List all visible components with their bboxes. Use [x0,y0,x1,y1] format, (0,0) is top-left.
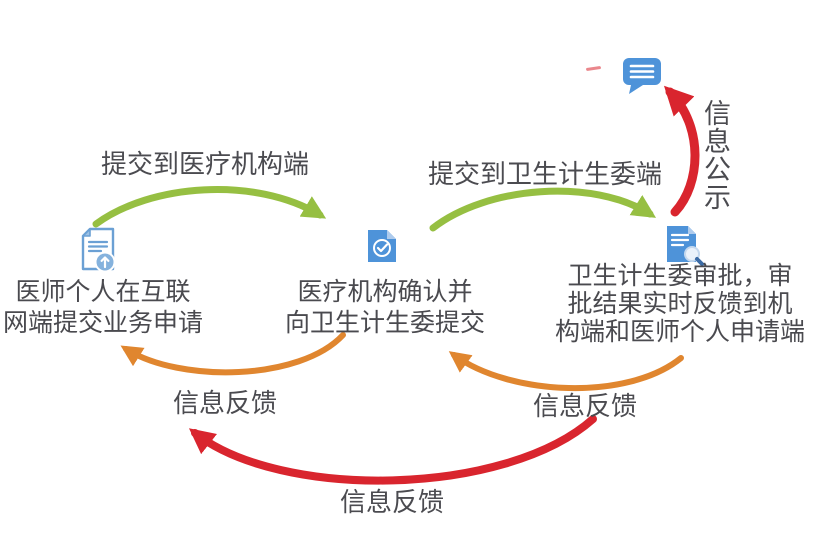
arrow-feedback-hospital-to-doctor [120,332,346,376]
document-search-icon [667,226,704,266]
arrow-submit-to-commission [429,187,657,232]
label-info-publicity: 信息公示 [700,99,730,211]
label-submit-to-hospital: 提交到医疗机构端 [100,149,309,179]
node-hospital-line1: 医疗机构确认并 [297,278,473,306]
node-commission-line2: 批结果实时反馈到机 [567,290,793,318]
document-check-icon [368,230,396,262]
document-upload-icon [81,227,116,273]
node-commission-line1: 卫生计生委审批，审 [567,262,793,290]
arrow-feedback-commission-to-hospital [448,351,684,391]
node-commission-review-label: 卫生计生委审批，审 批结果实时反馈到机 构端和医师个人申请端 [540,262,820,346]
label-feedback-commission-to-hospital: 信息反馈 [532,391,637,421]
node-doctor-line2: 网端提交业务申请 [2,309,203,337]
node-doctor-line1: 医师个人在互联 [15,278,191,306]
node-hospital-confirm-label: 医疗机构确认并 向卫生计生委提交 [272,277,498,339]
label-feedback-hospital-to-doctor: 信息反馈 [172,388,277,418]
arrow-submit-to-hospital [92,186,327,228]
label-submit-to-commission: 提交到卫生计生委端 [427,159,662,189]
arrow-feedback-commission-to-doctor [188,415,597,485]
chat-bubble-icon [623,58,661,94]
node-commission-line3: 构端和医师个人申请端 [554,318,805,346]
arrow-info-publicity [663,85,700,217]
node-doctor-application-label: 医师个人在互联 网端提交业务申请 [0,277,206,339]
label-feedback-commission-to-doctor: 信息反馈 [339,487,444,517]
node-hospital-line2: 向卫生计生委提交 [284,309,485,337]
